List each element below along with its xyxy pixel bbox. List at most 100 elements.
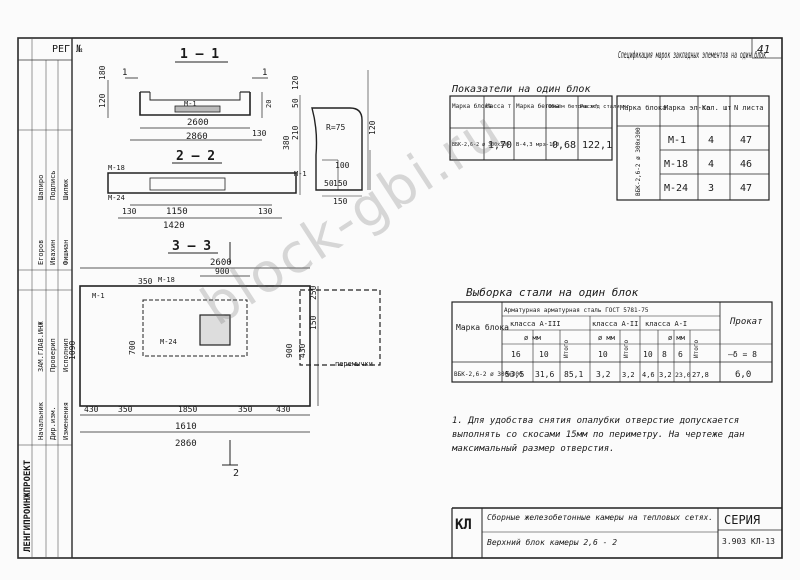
ind-h-1: Масса т (486, 103, 512, 110)
stamp-name-2: Фишман (62, 240, 70, 265)
spec-h-2: Кол. шт (702, 104, 732, 112)
steel-diam-label-0: ø мм (524, 334, 542, 342)
spec-h-0: Марка блока (620, 104, 666, 112)
page-number: 41 (757, 43, 770, 56)
steel-d-5: 6 (678, 350, 683, 359)
spec-h-3: N листа (734, 104, 764, 112)
steel-v-0: 53,5 (505, 370, 524, 379)
part-label-m18: М-18 (108, 164, 125, 172)
spec-r1-sheet: 46 (740, 159, 752, 170)
steel-diam-label-1: ø мм (598, 334, 616, 342)
dim-33-430s: 430 (298, 343, 307, 358)
dim-prof-120: 120 (291, 75, 300, 90)
series-label: СЕРИЯ (724, 513, 760, 527)
dim-prof-50: 50 (291, 98, 300, 108)
stamp-line-4: Проверил (49, 338, 57, 372)
spec-r2-mark: М-24 (664, 183, 688, 194)
steel-v-3: 3,2 (596, 370, 611, 379)
steel-class-0: класса А-III (510, 320, 561, 328)
steel-d-2: 10 (598, 350, 608, 359)
dim-prof-120r: 120 (368, 120, 377, 135)
spec-table (616, 95, 770, 201)
reg-label: РЕГ № (52, 44, 83, 55)
dim-prof-380: 380 (282, 135, 291, 150)
steel-d-4: 8 (662, 350, 667, 359)
steel-itogo-1: Итого (623, 340, 630, 358)
spec-r1-mark: М-18 (664, 159, 688, 170)
stamp-line-1: Дир.изм. (49, 406, 57, 440)
dim-22-1150: 1150 (166, 207, 188, 217)
steel-itogo-0: Итого (563, 340, 570, 358)
steel-block: ВБК-2,6-2 ø 300х300 (454, 371, 523, 378)
dim-33-b-430b: 430 (276, 405, 291, 414)
left-stamp: РЕГ № ЛЕНГИПРОИНЖПРОЕКТ Начальник Дир.из… (17, 37, 83, 559)
section-1-1: 1 — 1 (107, 47, 268, 141)
part-label-m18-33: М-18 (158, 276, 175, 284)
steel-itogo-2: Итого (693, 340, 700, 358)
steel-d-0: 16 (511, 350, 521, 359)
dim-11-130: 130 (252, 129, 267, 138)
sheet-frame (17, 37, 783, 559)
spec-r2-sheet: 47 (740, 183, 752, 194)
dim-11-120: 120 (98, 93, 107, 108)
indicators-table (449, 95, 613, 161)
steel-v-9: 6,0 (735, 370, 751, 380)
spec-r0-qty: 4 (708, 135, 714, 146)
dim-prof-210: 210 (291, 125, 300, 140)
ind-v-4: 122,1 (582, 140, 612, 151)
ind-v-1: 1,70 (488, 140, 512, 151)
part-label-m24-33: М-24 (160, 338, 177, 346)
dim-11-20: 20 (265, 100, 273, 108)
steel-v-1: 31,6 (535, 370, 554, 379)
title-main: Сборные железобетонные камеры на тепловы… (487, 512, 713, 522)
steel-v-5: 4,6 (642, 371, 655, 379)
dim-prof-100: 100 (335, 161, 350, 170)
dim-33-b-350b: 350 (238, 405, 253, 414)
dim-33-b-1610: 1610 (175, 422, 197, 432)
spec-block: ВБК-2,6-2 ø 300х300 (635, 127, 642, 196)
dim-33-b-350: 350 (118, 405, 133, 414)
dim-33-b-2860: 2860 (175, 439, 197, 449)
steel-v-8: 27,8 (692, 371, 709, 379)
section-3-3: 3 — 3 (79, 239, 381, 466)
dim-11-2600: 2600 (187, 118, 209, 128)
steel-d-3: 10 (643, 350, 653, 359)
steel-top-header: Арматурная арматурная сталь ГОСТ 5781-75 (504, 307, 649, 314)
spec-title: Спецификация марок закладных элементов н… (618, 49, 766, 61)
title-block (451, 507, 782, 558)
series-code: 3.903 КЛ-13 (722, 537, 775, 546)
steel-class-1: класса А-II (592, 320, 638, 328)
steel-v-7: 23,0 (675, 371, 691, 379)
section-3-3-label: 3 — 3 (172, 239, 211, 254)
stamp-name-4: Подпись (49, 170, 57, 200)
spec-h-1: Марка эл-та (664, 104, 710, 112)
steel-diam-label-2: ø мм (668, 334, 686, 342)
stamp-line-5: Исполнил (62, 338, 70, 372)
ind-h-0: Марка блока (452, 103, 492, 110)
note-text: 1. Для удобства снятия опалубки отверсти… (452, 416, 745, 454)
section-mark-1-left: 1 (122, 68, 127, 78)
steel-v-6: 3,2 (659, 371, 672, 379)
peregorodka-label: перемычки (335, 360, 373, 368)
steel-title: Выборка стали на один блок (466, 286, 639, 299)
dim-prof-150a: 150 (333, 179, 348, 188)
dim-33-700: 700 (128, 340, 137, 355)
profile-detail (299, 70, 371, 197)
dim-22-130b: 130 (258, 207, 273, 216)
ind-h-2: Марка бетона (516, 103, 560, 110)
part-label-m1-33: М-1 (92, 292, 105, 300)
section-mark-1-right: 1 (262, 68, 267, 78)
section-2-2-label: 2 — 2 (176, 149, 215, 164)
section-mark-2: 2 (233, 468, 239, 479)
steel-v-2: 85,1 (564, 370, 583, 379)
dim-prof-150b: 150 (333, 197, 348, 206)
stamp-name-3: Шапиро (37, 175, 45, 200)
title-sub: Верхний блок камеры 2,6 - 2 (487, 537, 617, 547)
ind-h-3: Объём бетона м³ (548, 103, 598, 110)
indicators-title: Показатели на один блок (451, 83, 591, 95)
ind-v-3: 0,68 (552, 140, 576, 151)
dim-33-900s: 900 (285, 343, 294, 358)
stamp-line-2: Изменения (62, 402, 70, 440)
stamp-name-0: Егоров (37, 240, 45, 265)
